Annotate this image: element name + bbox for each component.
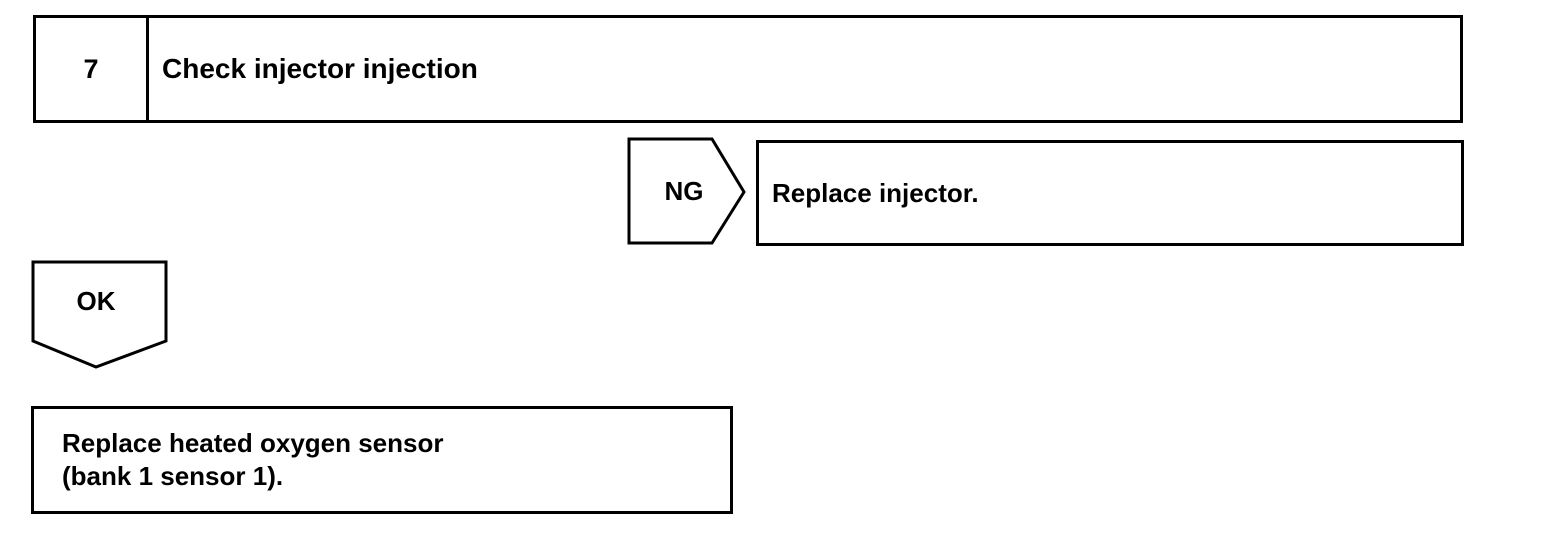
ok-label: OK: [76, 286, 116, 316]
step-header-box: 7 Check injector injection: [33, 15, 1463, 123]
step-title: Check injector injection: [162, 53, 478, 84]
ng-action-text: Replace injector.: [772, 177, 979, 208]
final-action-box: Replace heated oxygen sensor (bank 1 sen…: [31, 406, 733, 514]
ok-arrow-tag: [31, 260, 168, 369]
ng-action-box: Replace injector.: [756, 140, 1464, 246]
final-action-line-1: Replace heated oxygen sensor: [62, 428, 444, 458]
final-action-line-2: (bank 1 sensor 1).: [62, 461, 284, 491]
ng-label: NG: [664, 176, 704, 206]
ng-arrow-tag: [627, 137, 746, 245]
step-number: 7: [36, 18, 149, 120]
